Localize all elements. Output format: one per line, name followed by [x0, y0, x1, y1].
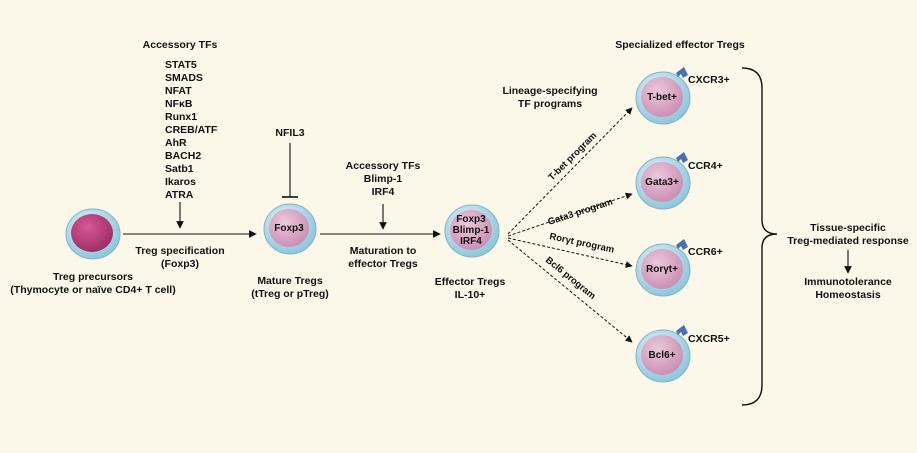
specialized-title: Specialized effector Tregs: [615, 39, 745, 51]
program-arrow-rorgt: [507, 237, 633, 269]
accessory-tfs-list: STAT5 SMADS NFAT NFκB Runx1 CREB/ATF AhR…: [165, 59, 217, 202]
program-label-bcl6: Bcl6 program: [543, 255, 598, 302]
mature-cell-label: Foxp3: [274, 223, 304, 234]
tf-item: CREB/ATF: [165, 124, 218, 136]
tf-item: Runx1: [165, 111, 198, 123]
program-label-gata3: Gata3 program: [547, 197, 615, 228]
maturation-label-2: effector Tregs: [348, 258, 418, 270]
precursor-subtitle: (Thymocyte or naïve CD4+ T cell): [10, 284, 176, 296]
subset-cell-rorgt: [635, 239, 691, 297]
receptor-icon: [676, 67, 688, 78]
subset-cell-bcl6: [635, 325, 691, 383]
marker-cxcr5: CXCR5+: [688, 333, 730, 345]
response-label-2: Treg-mediated response: [787, 235, 909, 247]
marker-ccr4: CCR4+: [688, 160, 723, 172]
subset-label-gata3: Gata3+: [645, 177, 679, 188]
accessory-tfs-2-heading: Accessory TFs: [345, 160, 421, 172]
nfil3-label: NFIL3: [275, 127, 305, 139]
tf-item: Ikaros: [165, 176, 196, 188]
precursor-cell: [65, 208, 121, 260]
tf-item: ATRA: [165, 189, 194, 201]
subset-label-tbet: T-bet+: [647, 92, 677, 103]
marker-cxcr3: CXCR3+: [688, 74, 730, 86]
precursor-title: Treg precursors: [53, 271, 133, 283]
response-label-1: Tissue-specific: [810, 222, 886, 234]
effector-treg-cell: [444, 204, 500, 258]
effector-subtitle: IL-10+: [454, 289, 486, 301]
mature-treg-cell: [263, 203, 317, 255]
program-arrow-tbet: [507, 107, 633, 235]
response-brace: [741, 67, 778, 406]
program-arrow-gata3: [507, 192, 633, 237]
subset-cell-gata3: [635, 152, 691, 210]
tf-item: NFAT: [165, 85, 192, 97]
accessory-tfs-heading: Accessory TFs: [142, 39, 218, 51]
marker-ccr6: CCR6+: [688, 246, 723, 258]
mature-title: Mature Tregs: [257, 275, 323, 287]
tf-item: BACH2: [165, 150, 202, 162]
specification-label-2: (Foxp3): [161, 258, 199, 270]
accessory-tfs-2-item: Blimp-1: [363, 173, 403, 185]
effector-cell-label: IRF4: [460, 236, 482, 247]
outcome-label-2: Homeostasis: [815, 289, 881, 301]
subset-label-rorgt: Rorγt+: [646, 264, 678, 275]
effector-cell-label: Foxp3: [456, 214, 486, 225]
inhibition-nfil3: [282, 143, 298, 198]
program-label-rorgt: Rorγt program: [548, 231, 615, 255]
tf-item: SMADS: [165, 72, 203, 84]
tf-item: Satb1: [165, 163, 194, 175]
specification-label-1: Treg specification: [135, 245, 225, 257]
tf-item: STAT5: [165, 59, 197, 71]
program-arrow-bcl6: [507, 239, 633, 343]
subset-label-bcl6: Bcl6+: [648, 350, 676, 361]
maturation-label-1: Maturation to: [349, 245, 417, 257]
receptor-icon: [676, 239, 688, 250]
subset-cell-tbet: [635, 67, 691, 125]
program-label-tbet: T-bet program: [546, 130, 599, 183]
receptor-icon: [676, 152, 688, 163]
effector-cell-label: Blimp-1: [452, 225, 490, 236]
outcome-label-1: Immunotolerance: [804, 276, 892, 288]
accessory-tfs-2-item: IRF4: [371, 186, 395, 198]
receptor-icon: [676, 325, 688, 336]
effector-title: Effector Tregs: [434, 276, 506, 288]
lineage-label-1: Lineage-specifying: [502, 85, 598, 97]
mature-subtitle: (tTreg or pTreg): [251, 288, 329, 300]
lineage-label-2: TF programs: [517, 98, 583, 110]
tf-item: NFκB: [165, 98, 193, 110]
tf-item: AhR: [165, 137, 187, 149]
